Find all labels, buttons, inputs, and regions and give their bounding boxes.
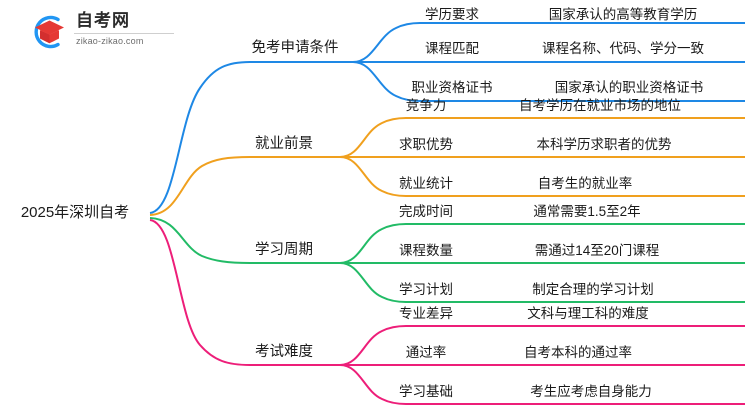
- connector-root-to-branch-2: [149, 156, 340, 216]
- mindmap-root-node[interactable]: 2025年深圳自考: [20, 204, 130, 221]
- child-node-3-3[interactable]: 学习计划: [399, 282, 453, 297]
- child-node-2-1[interactable]: 竞争力: [405, 98, 447, 113]
- connector-root-to-branch-4: [149, 219, 340, 366]
- connector-branch-2-to-child-3: [339, 156, 480, 197]
- connector-branch-4-to-child-1: [339, 325, 480, 366]
- logo-title: 自考网: [76, 11, 130, 30]
- child-node-4-3[interactable]: 学习基础: [399, 384, 453, 399]
- connector-branch-3-to-child-3: [339, 262, 480, 303]
- child-node-2-3[interactable]: 就业统计: [399, 176, 453, 191]
- leaf-node-3-1[interactable]: 通常需要1.5至2年: [533, 204, 641, 219]
- branch-node-2[interactable]: 就业前景: [255, 136, 313, 152]
- graduation-cap-icon: [34, 15, 64, 49]
- leaf-node-1-3[interactable]: 国家承认的职业资格证书: [554, 80, 704, 95]
- leaf-node-2-1[interactable]: 自考学历在就业市场的地位: [519, 98, 681, 113]
- branch-node-1[interactable]: 免考申请条件: [251, 40, 339, 56]
- child-node-3-1[interactable]: 完成时间: [399, 204, 453, 219]
- child-node-1-1[interactable]: 学历要求: [425, 7, 479, 22]
- site-logo: 自考网 zikao-zikao.com: [28, 10, 178, 54]
- leaf-node-2-3[interactable]: 自考生的就业率: [537, 176, 633, 191]
- connector-root-to-branch-3: [149, 217, 340, 264]
- child-node-1-2[interactable]: 课程匹配: [425, 41, 479, 56]
- connector-branch-2-to-child-1: [339, 117, 480, 158]
- child-node-2-2[interactable]: 求职优势: [399, 137, 453, 152]
- logo-divider: [74, 33, 174, 34]
- connector-root-to-branch-1: [149, 61, 353, 214]
- child-node-3-2[interactable]: 课程数量: [399, 243, 453, 258]
- connector-branch-3-to-child-1: [339, 223, 480, 264]
- child-node-1-3[interactable]: 职业资格证书: [411, 80, 493, 95]
- child-node-4-2[interactable]: 通过率: [405, 345, 447, 360]
- connector-branch-1-to-child-1: [352, 22, 505, 63]
- leaf-node-4-3[interactable]: 考生应考虑自身能力: [530, 384, 652, 399]
- leaf-node-1-1[interactable]: 国家承认的高等教育学历: [548, 7, 698, 22]
- leaf-node-3-2[interactable]: 需通过14至20门课程: [534, 243, 660, 258]
- leaf-node-3-3[interactable]: 制定合理的学习计划: [532, 282, 654, 297]
- child-node-4-1[interactable]: 专业差异: [399, 306, 453, 321]
- connector-branch-1-to-child-3: [352, 61, 505, 102]
- branch-node-3[interactable]: 学习周期: [255, 242, 313, 258]
- leaf-node-4-1[interactable]: 文科与理工科的难度: [527, 306, 649, 321]
- connector-branch-4-to-child-3: [339, 364, 480, 405]
- leaf-node-1-2[interactable]: 课程名称、代码、学分一致: [542, 41, 704, 56]
- logo-domain: zikao-zikao.com: [76, 36, 144, 46]
- leaf-node-2-2[interactable]: 本科学历求职者的优势: [536, 137, 672, 152]
- branch-node-4[interactable]: 考试难度: [255, 344, 313, 360]
- leaf-node-4-2[interactable]: 自考本科的通过率: [524, 345, 632, 360]
